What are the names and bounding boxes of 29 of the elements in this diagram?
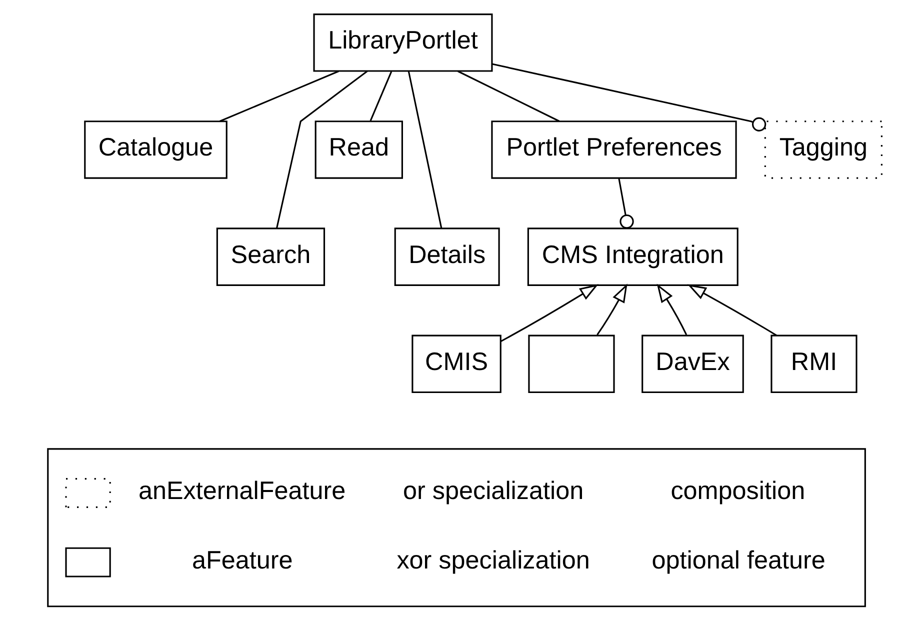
node-box: CMIS: [412, 334, 502, 394]
connector: [219, 70, 339, 122]
node-box: Tagging: [764, 120, 882, 179]
legend-label: aFeature: [192, 546, 293, 574]
arrow: [500, 284, 598, 342]
arrow: [687, 284, 777, 336]
legend-label: optional feature: [652, 546, 826, 574]
node-box: Portlet Preferences: [491, 120, 737, 179]
arrow: [656, 284, 688, 336]
connector: [408, 71, 442, 228]
connector: [492, 63, 766, 132]
node-box: LibraryPortlet: [313, 14, 493, 72]
connector: [276, 70, 368, 228]
node-box: DavEx: [642, 334, 744, 394]
node-box: CMS Integration: [527, 228, 738, 286]
legend-label: or specialization: [402, 477, 584, 505]
connector: [458, 70, 560, 122]
node-box: Read: [314, 120, 403, 179]
legend-label: xor specialization: [396, 546, 590, 574]
connector: [618, 178, 634, 229]
node-box: Search: [216, 228, 326, 286]
legend-label: anExternalFeature: [138, 477, 346, 505]
arrow: [596, 284, 628, 336]
node-box: [528, 334, 615, 394]
node-box: RMI: [770, 334, 858, 394]
node-box: Catalogue: [84, 120, 228, 179]
connector: [370, 71, 392, 121]
legend-label: composition: [670, 477, 806, 505]
node-box: Details: [394, 228, 500, 286]
